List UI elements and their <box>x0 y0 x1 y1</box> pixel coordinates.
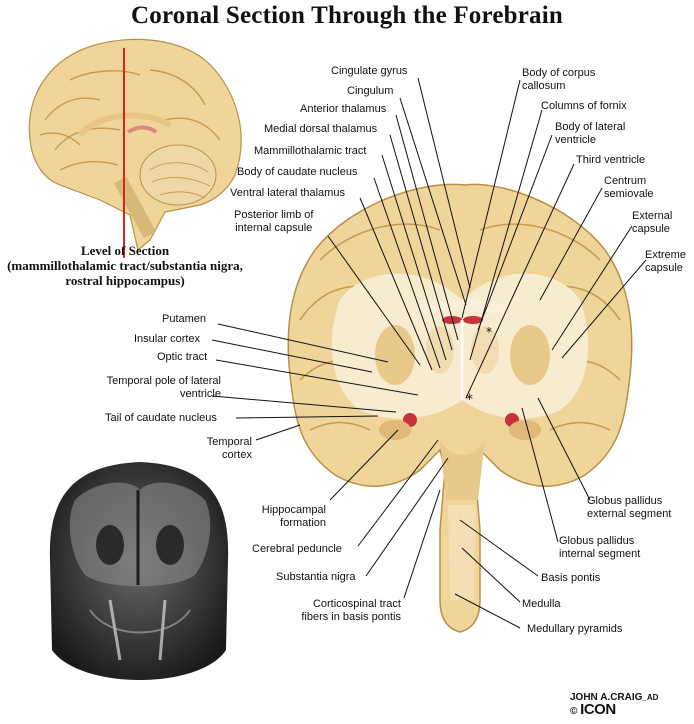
level-line-2: (mammillothalamic tract/substantia nigra… <box>7 258 243 273</box>
icon-logo: ICON <box>580 701 616 718</box>
signature-suffix: _AD <box>642 693 659 702</box>
asterisk-marker: * <box>466 392 473 408</box>
label-body-of-caudate-nucleus: Body of caudate nucleus <box>237 166 358 178</box>
signature-name: JOHN A.CRAIG <box>570 692 643 703</box>
label-cingulum: Cingulum <box>347 85 394 97</box>
copyright-symbol: © <box>570 706 578 717</box>
label-tail-of-caudate-nucleus: Tail of caudate nucleus <box>105 412 217 424</box>
label-basis-pontis: Basis pontis <box>541 572 601 584</box>
label-optic-tract: Optic tract <box>157 351 208 363</box>
mri-coronal-image <box>49 462 229 680</box>
label-cerebral-peduncle: Cerebral peduncle <box>252 543 342 555</box>
label-mammillothalamic-tract: Mammillothalamic tract <box>254 145 367 157</box>
level-line-3: rostral hippocampus) <box>65 273 185 288</box>
label-cingulate-gyrus: Cingulate gyrus <box>331 65 408 77</box>
label-third-ventricle: Third ventricle <box>576 154 646 166</box>
asterisk-marker: * <box>486 325 492 339</box>
label-insular-cortex: Insular cortex <box>134 333 201 345</box>
label-substantia-nigra: Substantia nigra <box>276 571 356 583</box>
page-title: Coronal Section Through the Forebrain <box>131 2 563 29</box>
level-line-1: Level of Section <box>80 243 170 258</box>
label-medullary-pyramids: Medullary pyramids <box>527 623 623 635</box>
sagittal-brain-illustration <box>28 38 242 252</box>
artist-signature: JOHN A.CRAIG_AD © ICON <box>570 692 658 718</box>
label-medial-dorsal-thalamus: Medial dorsal thalamus <box>264 123 378 135</box>
label-columns-of-fornix: Columns of fornix <box>541 100 627 112</box>
leader-lines <box>211 77 647 629</box>
label-ventral-lateral-thalamus: Ventral lateral thalamus <box>230 187 345 199</box>
coronal-section-illustration: * * <box>287 183 633 633</box>
label-putamen: Putamen <box>162 313 207 325</box>
label-anterior-thalamus: Anterior thalamus <box>300 103 387 115</box>
level-of-section-caption: Level of Section (mammillothalamic tract… <box>0 243 250 288</box>
label-medulla: Medulla <box>522 598 561 610</box>
